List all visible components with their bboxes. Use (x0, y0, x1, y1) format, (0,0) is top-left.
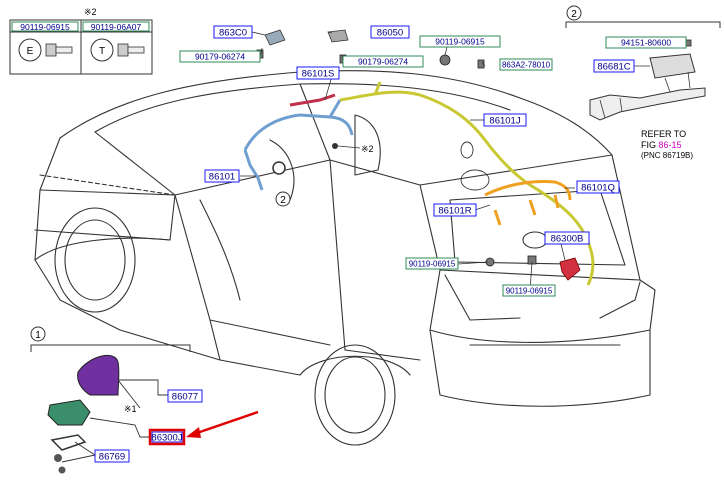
note-2-symbol: ※2 (361, 144, 374, 154)
clip-point (332, 143, 338, 149)
refer-fig-link[interactable]: 86-15 (659, 140, 682, 150)
part-label-86101r[interactable]: 86101R (433, 203, 477, 217)
gasket-icon (50, 434, 87, 451)
svg-text:90119-06915: 90119-06915 (20, 22, 70, 32)
part-label-86681c[interactable]: 86681C (593, 59, 635, 73)
inset-1-number: 1 (35, 330, 41, 341)
part-label-94151-80600[interactable]: 94151-80600 (605, 36, 687, 49)
svg-text:90119-06A07: 90119-06A07 (91, 22, 142, 32)
part-label-90119-06915-mid[interactable]: 90119-06915 (405, 257, 459, 270)
svg-text:86101Q: 86101Q (581, 183, 615, 194)
part-label-bolt-e[interactable]: 90119-06915 (11, 21, 79, 32)
vehicle-body (34, 70, 656, 446)
svg-text:86101R: 86101R (438, 206, 471, 217)
flange-bolt-t-icon: T (90, 38, 145, 62)
inset-2: 2 REFER TO FIG 86-15 (PNC 86719B) (565, 5, 721, 160)
part-label-86101[interactable]: 86101 (204, 169, 240, 183)
part-label-90119-06915-bot[interactable]: 90119-06915 (502, 284, 556, 297)
part-label-90179-06274-right[interactable]: 90179-06274 (342, 55, 424, 68)
grommet-point (272, 161, 286, 175)
part-label-90119-06915-top[interactable]: 90119-06915 (419, 35, 501, 48)
svg-text:863A2-78010: 863A2-78010 (502, 61, 551, 70)
svg-text:90119-06915: 90119-06915 (506, 287, 553, 296)
part-label-86077[interactable]: 86077 (167, 389, 203, 403)
svg-text:863C0: 863C0 (219, 28, 247, 39)
svg-text:90119-06915: 90119-06915 (409, 260, 456, 269)
callout-bubble-2 (460, 141, 474, 159)
svg-text:90179-06274: 90179-06274 (358, 57, 408, 67)
svg-text:86101J: 86101J (489, 116, 520, 127)
svg-text:86769: 86769 (99, 452, 125, 463)
part-label-86300b[interactable]: 86300B (544, 231, 590, 245)
refer-line3: (PNC 86719B) (641, 151, 693, 160)
antenna-cover-icon (77, 354, 120, 396)
clip-86050-icon (327, 29, 349, 43)
part-label-863c0[interactable]: 863C0 (213, 25, 253, 39)
screw-icon (54, 454, 62, 462)
svg-text:T: T (99, 46, 105, 57)
table-note-mark: ※2 (84, 7, 97, 17)
svg-text:E: E (27, 46, 34, 57)
inset-2-number: 2 (571, 9, 577, 20)
part-label-86769[interactable]: 86769 (94, 449, 130, 463)
part-label-bolt-t[interactable]: 90119-06A07 (82, 21, 150, 32)
part-label-86101q[interactable]: 86101Q (576, 180, 620, 194)
svg-text:86300B: 86300B (551, 234, 584, 245)
part-label-86300j[interactable]: 86300J (148, 428, 186, 446)
screw-icon-2 (58, 466, 66, 474)
svg-text:86101S: 86101S (302, 69, 335, 80)
part-label-90179-06274-left[interactable]: 90179-06274 (179, 50, 261, 63)
antenna-base-icon (47, 399, 91, 426)
note-1-mark: ※1 (124, 404, 137, 414)
part-label-863a2-78010[interactable]: 863A2-78010 (499, 58, 553, 71)
harness-orange[interactable] (484, 180, 572, 226)
part-label-86050[interactable]: 86050 (370, 25, 410, 39)
svg-text:86681C: 86681C (597, 62, 630, 73)
refer-line2: FIG 86-15 (641, 140, 682, 150)
connector-86300b-icon (559, 257, 581, 281)
svg-text:86101: 86101 (209, 172, 235, 183)
callout-2-number: 2 (280, 195, 286, 206)
harness-blue[interactable] (243, 99, 354, 191)
svg-text:94151-80600: 94151-80600 (621, 38, 671, 48)
svg-text:90179-06274: 90179-06274 (195, 52, 245, 62)
red-pointer-arrow-icon (186, 410, 259, 438)
callout-bubble (460, 169, 490, 191)
svg-text:90119-06915: 90119-06915 (435, 37, 485, 47)
svg-text:86077: 86077 (172, 392, 198, 403)
inset-1: 1 ※1 (30, 326, 191, 474)
harness-red[interactable] (289, 93, 336, 107)
bolt-icon (256, 39, 692, 267)
part-label-86101s[interactable]: 86101S (296, 66, 340, 80)
clip-863c0-icon (264, 29, 286, 46)
fastener-table: ※2 E T (9, 7, 153, 75)
flange-bolt-e-icon: E (18, 38, 73, 62)
svg-text:86050: 86050 (377, 28, 403, 39)
part-label-86101j[interactable]: 86101J (483, 113, 527, 127)
svg-text:86300J: 86300J (151, 433, 182, 444)
refer-line1: REFER TO (641, 129, 686, 139)
